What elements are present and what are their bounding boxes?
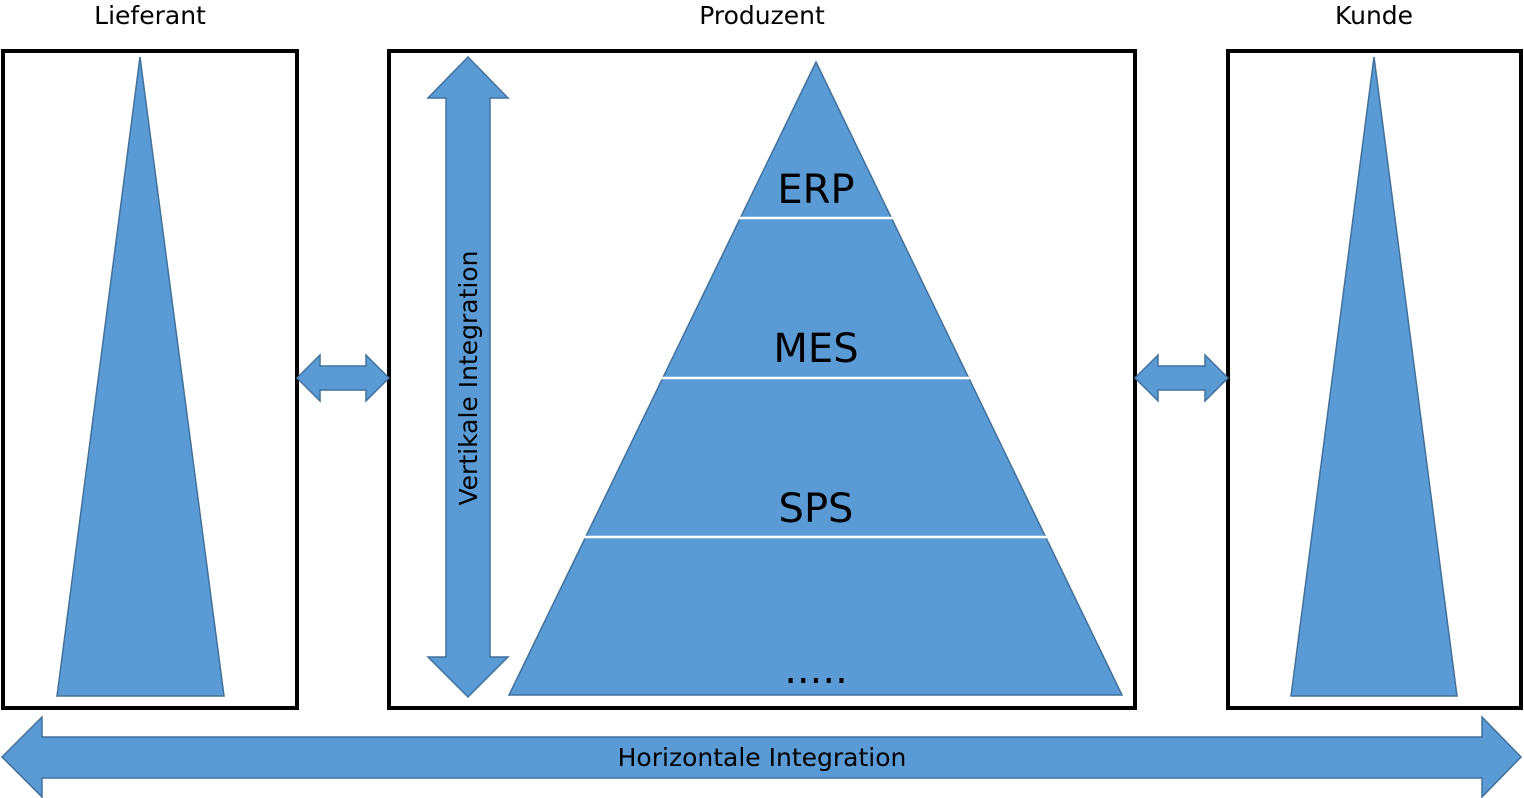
customer-heading: Kunde	[1335, 1, 1413, 30]
supplier-triangle	[56, 56, 225, 697]
pyramid-layer-erp: ERP	[777, 167, 854, 213]
customer-triangle	[1290, 56, 1458, 697]
pyramid-layer-field: .....	[784, 647, 848, 693]
supplier-producer-connector-arrow	[295, 353, 391, 403]
producer-heading: Produzent	[699, 1, 825, 30]
supplier-heading: Lieferant	[94, 1, 206, 30]
producer-customer-connector-arrow	[1133, 353, 1230, 403]
horizontal-integration-arrow	[0, 715, 1523, 798]
horizontal-integration-label: Horizontale Integration	[618, 743, 907, 772]
pyramid-layer-sps: SPS	[779, 486, 854, 532]
pyramid-layer-mes: MES	[773, 326, 858, 372]
vertical-integration-arrow	[426, 55, 510, 699]
vertical-integration-label: Vertikale Integration	[454, 251, 483, 506]
